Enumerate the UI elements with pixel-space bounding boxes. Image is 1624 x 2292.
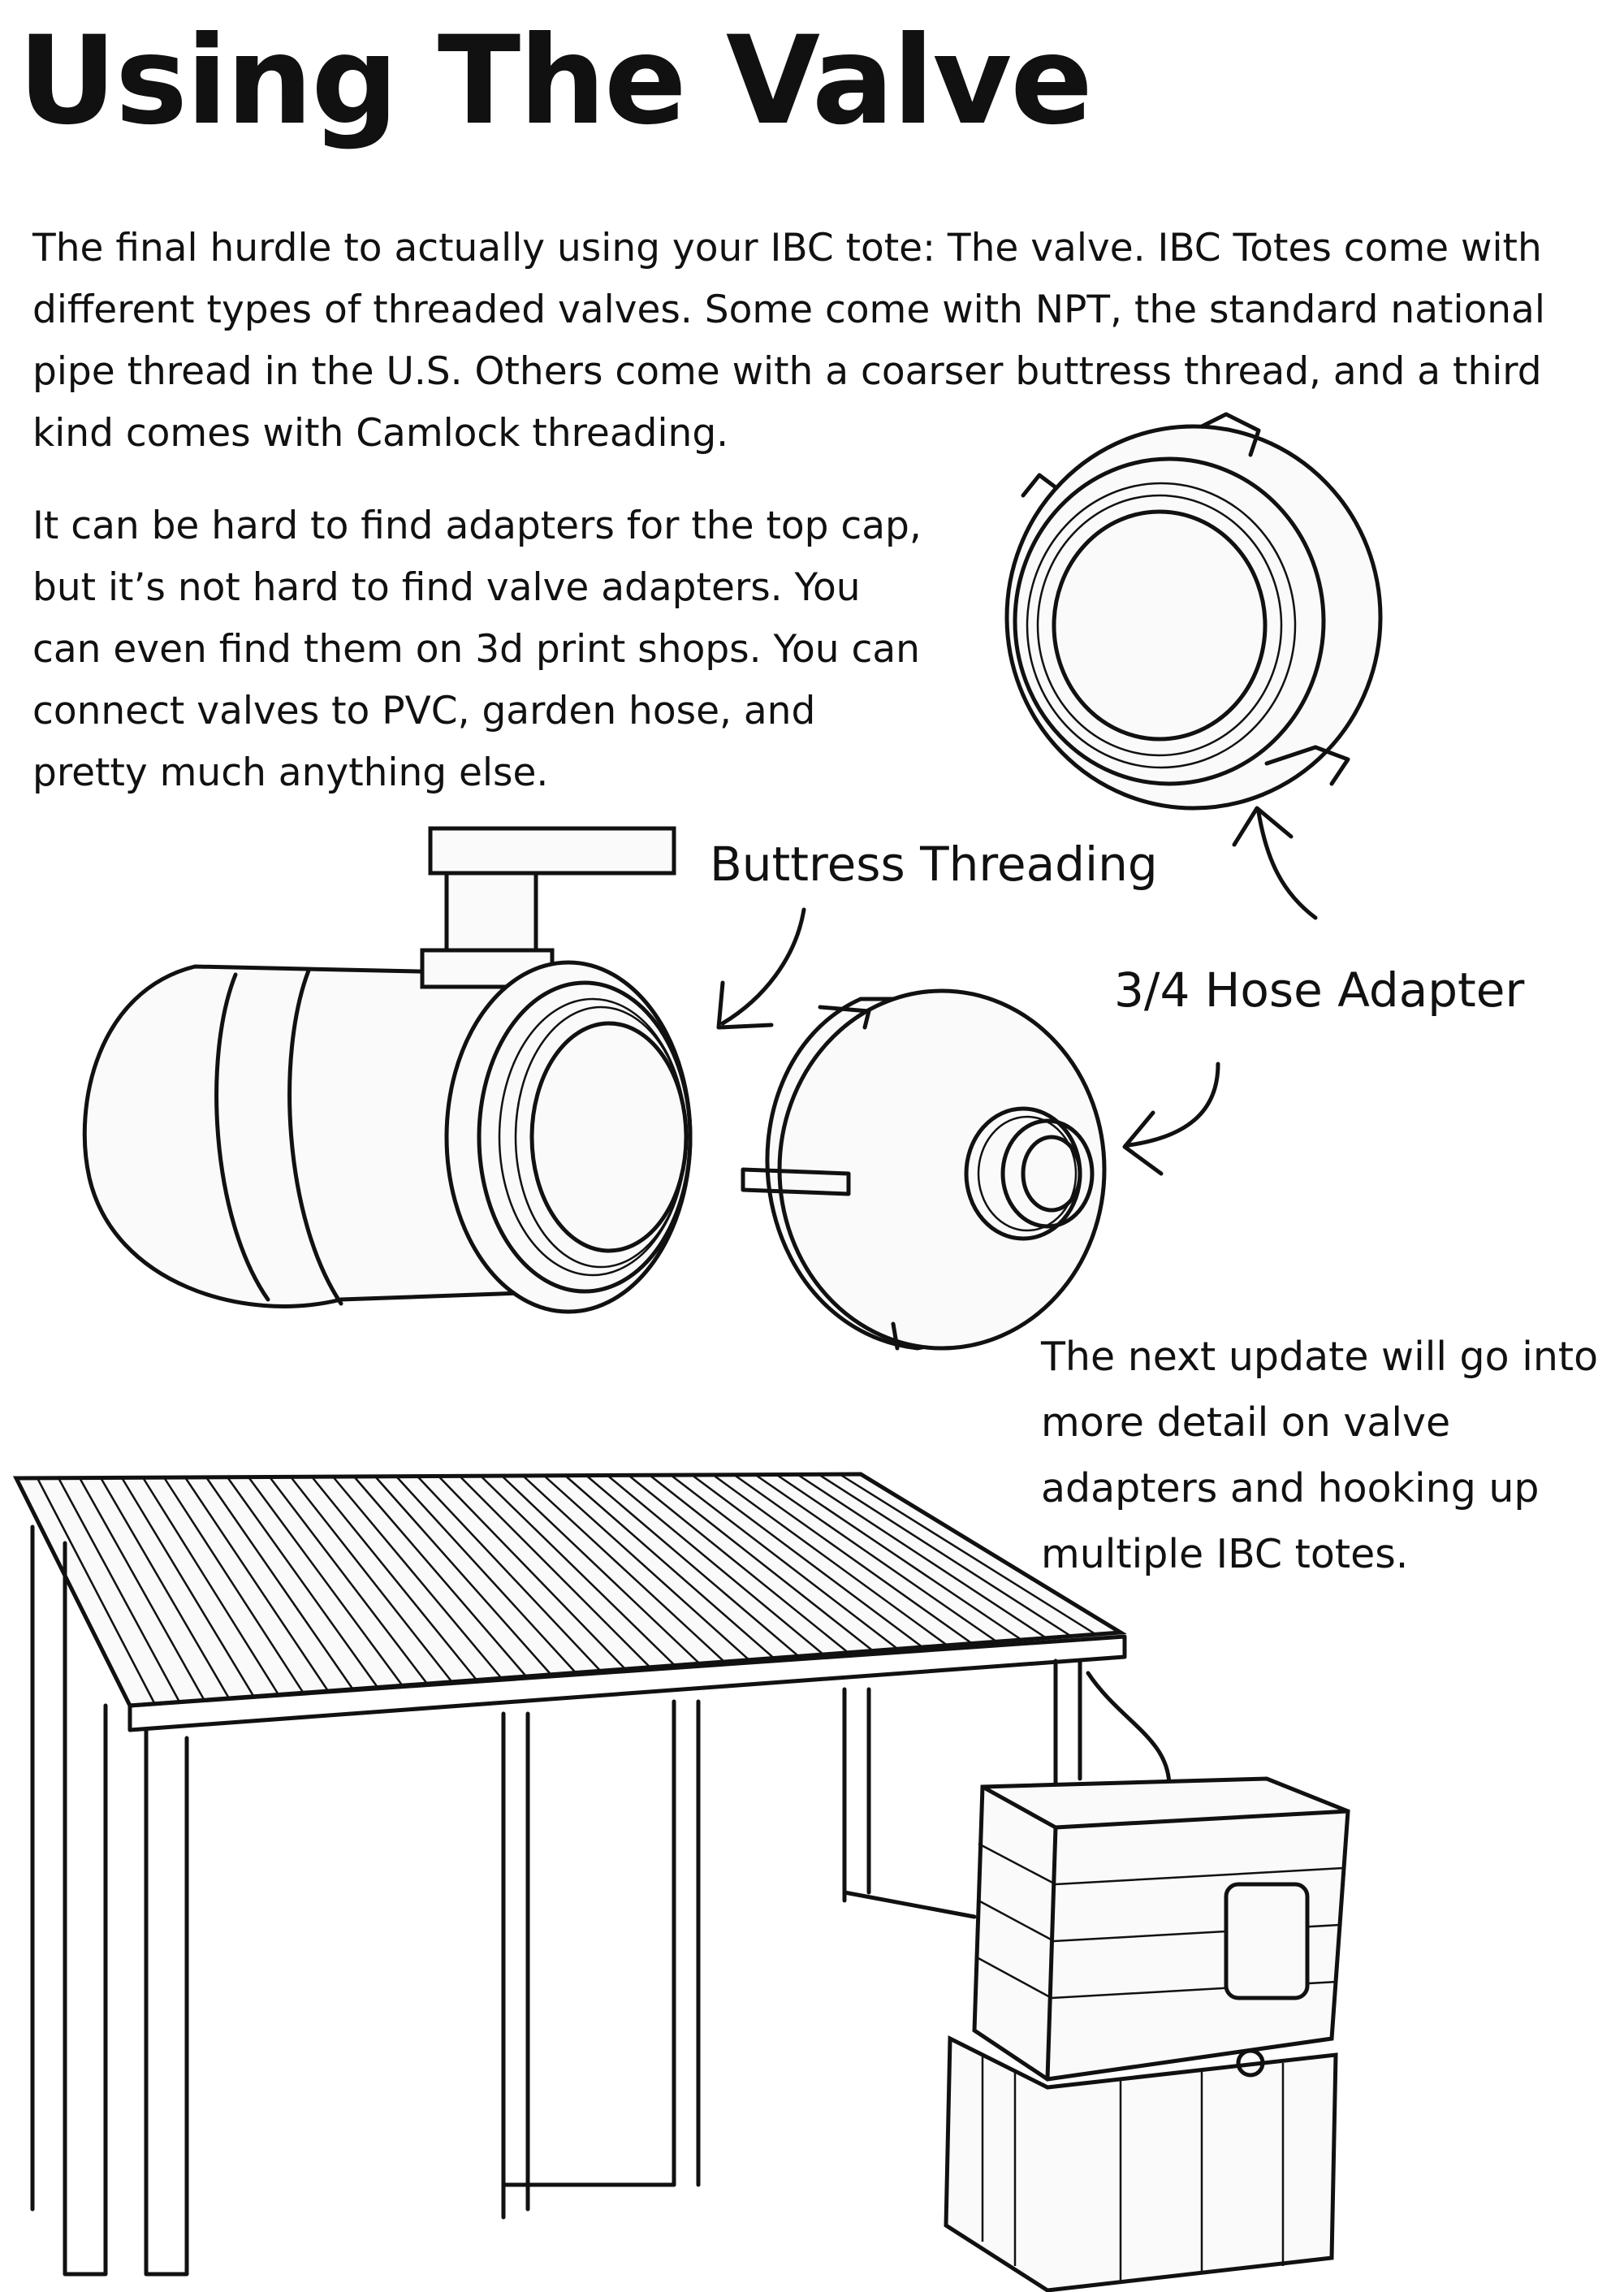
roof-rib bbox=[332, 1476, 503, 1680]
ibc-tote-illustration bbox=[944, 1776, 1350, 2292]
roof-rib bbox=[374, 1476, 552, 1676]
roof-rib bbox=[247, 1476, 404, 1686]
cap-adapter-illustration bbox=[1004, 412, 1383, 811]
hose-adapter-illustration bbox=[741, 988, 1107, 1351]
roof-rib bbox=[290, 1476, 453, 1683]
roof-rib bbox=[628, 1474, 849, 1654]
roof-rib bbox=[120, 1477, 255, 1697]
roof-rib bbox=[78, 1477, 205, 1701]
roof-rib bbox=[691, 1473, 923, 1649]
roof-rib bbox=[733, 1473, 973, 1645]
roof-rib bbox=[57, 1477, 181, 1703]
shed-illustration bbox=[12, 1472, 1172, 2277]
roof-rib bbox=[564, 1474, 775, 1659]
roof-rib bbox=[141, 1477, 280, 1696]
roof-rib bbox=[184, 1477, 330, 1692]
valve-illustration bbox=[82, 826, 693, 1314]
roof-rib bbox=[754, 1473, 998, 1643]
roof-rib bbox=[522, 1475, 725, 1663]
roof-rib bbox=[649, 1474, 874, 1652]
roof-rib bbox=[839, 1473, 1097, 1636]
roof-rib bbox=[205, 1477, 354, 1690]
roof-rib bbox=[459, 1475, 651, 1668]
intro-paragraph: The final hurdle to actually using your … bbox=[32, 226, 1545, 456]
roof-rib bbox=[712, 1473, 948, 1646]
roof-rib bbox=[501, 1475, 701, 1665]
roof-rib bbox=[480, 1475, 676, 1667]
roof-rib bbox=[438, 1475, 626, 1670]
adapters-paragraph: It can be hard to find adapters for the … bbox=[32, 504, 922, 795]
roof-rib bbox=[353, 1476, 527, 1677]
roof-rib bbox=[36, 1477, 156, 1705]
next-update-paragraph: The next update will go into more detail… bbox=[1041, 1334, 1599, 1577]
arrow-to-hose-adapter bbox=[1122, 1062, 1220, 1176]
roof-rib bbox=[543, 1474, 750, 1661]
hose-adapter-label: 3/4 Hose Adapter bbox=[1114, 962, 1525, 1018]
roof-rib bbox=[797, 1473, 1047, 1639]
roof-rib bbox=[417, 1475, 602, 1672]
roof-rib bbox=[15, 1477, 132, 1706]
buttress-threading-label: Buttress Threading bbox=[710, 837, 1158, 892]
roof-rib bbox=[775, 1473, 1022, 1641]
roof-rib bbox=[162, 1477, 304, 1693]
roof-rib bbox=[818, 1473, 1072, 1637]
roof-rib bbox=[860, 1473, 1121, 1634]
roof-rib bbox=[585, 1474, 800, 1658]
roof-rib bbox=[395, 1475, 577, 1674]
roof-rib bbox=[311, 1476, 477, 1681]
page-title: Using The Valve bbox=[18, 11, 1093, 152]
arrow-to-valve bbox=[716, 907, 806, 1030]
roof-rib bbox=[226, 1477, 379, 1689]
roof-rib bbox=[99, 1477, 231, 1699]
roof-rib bbox=[670, 1474, 899, 1650]
roof-rib bbox=[607, 1474, 824, 1655]
arrow-to-cap bbox=[1232, 806, 1318, 920]
roof-rib bbox=[269, 1476, 428, 1684]
